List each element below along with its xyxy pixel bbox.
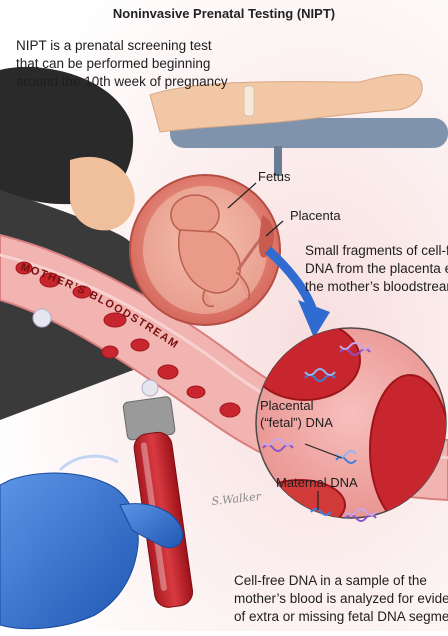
placental-dna-label-line-2: (“fetal”) DNA: [260, 415, 333, 430]
analysis-caption-line-3: of extra or missing fetal DNA segments.: [234, 609, 448, 624]
fetus-label: Fetus: [258, 169, 291, 184]
bandage: [244, 86, 254, 116]
fragments-caption-line-1: Small fragments of cell-free: [305, 243, 448, 258]
analysis-caption-line-2: mother’s blood is analyzed for evidence: [234, 591, 448, 606]
fragments-caption-line-2: DNA from the placenta enter: [305, 261, 448, 276]
fragments-caption-line-3: the mother’s bloodstream.: [305, 279, 448, 294]
page-title: Noninvasive Prenatal Testing (NIPT): [113, 6, 335, 21]
intro-line-1: NIPT is a prenatal screening test: [16, 38, 212, 53]
placenta-label: Placenta: [290, 208, 341, 223]
intro-line-3: around the 10th week of pregnancy: [16, 74, 228, 89]
analysis-caption-line-1: Cell-free DNA in a sample of the: [234, 573, 427, 588]
intro-line-2: that can be performed beginning: [16, 56, 210, 71]
maternal-dna-label: Maternal DNA: [276, 475, 358, 490]
placental-dna-label-line-1: Placental: [260, 398, 314, 413]
